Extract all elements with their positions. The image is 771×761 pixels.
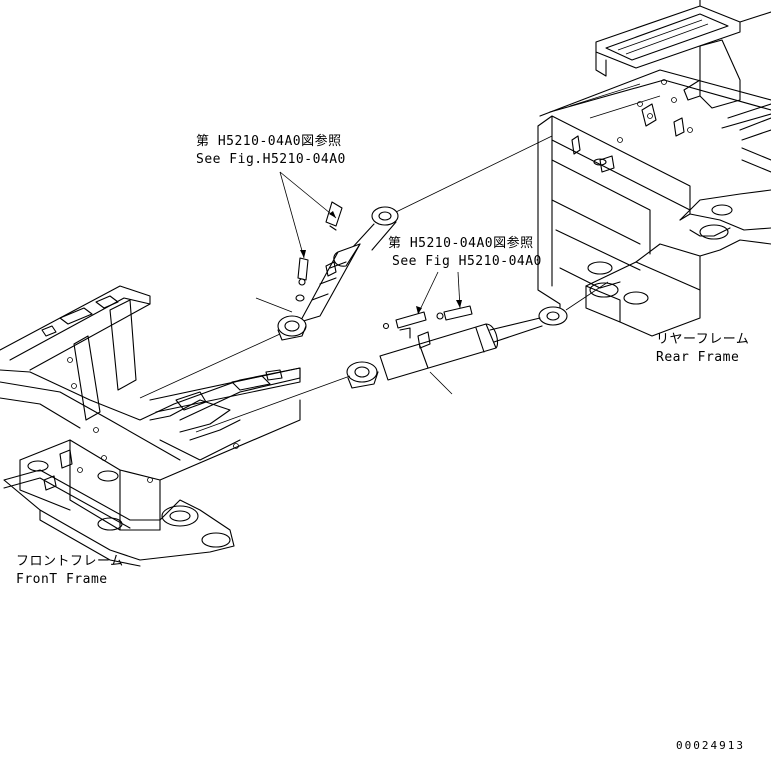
rear-frame-label-jp: リヤーフレーム (656, 332, 750, 347)
rear-frame-label-en: Rear Frame (656, 350, 740, 365)
upper-callout-en: See Fig.H5210-04A0 (196, 152, 346, 167)
upper-ref-hardware (295, 201, 343, 302)
upper-steering-cylinder (277, 206, 399, 341)
front-frame-label-en: FronT Frame (16, 572, 108, 587)
figure-number: 00024913 (676, 739, 745, 752)
lower-steering-cylinder (346, 306, 568, 389)
lower-callout-jp: 第 H5210-04A0図参照 (388, 236, 534, 251)
lower-ref-hardware (382, 305, 473, 330)
lower-callout-en: See Fig H5210-04A0 (392, 254, 542, 269)
front-frame-drawing (0, 285, 301, 567)
front-frame-label-jp: フロントフレーム (16, 554, 124, 569)
leader-lines (139, 135, 609, 433)
rear-frame-drawing (537, 0, 771, 337)
upper-callout-jp: 第 H5210-04A0図参照 (196, 134, 342, 149)
